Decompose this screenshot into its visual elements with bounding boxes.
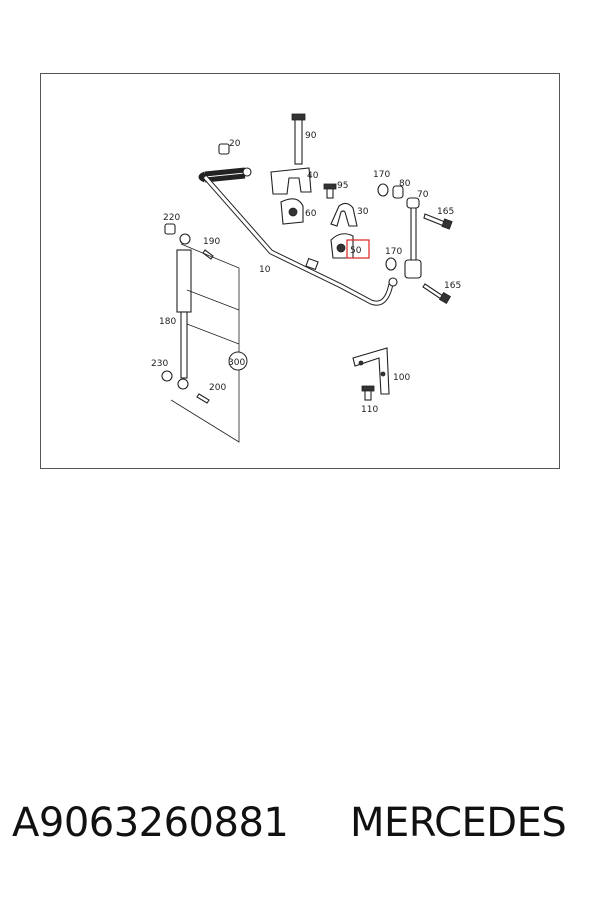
callout-230: 230 xyxy=(151,359,168,369)
callout-180: 180 xyxy=(159,317,176,327)
product-caption: A9063260881 MERCEDES xyxy=(0,800,600,864)
parts-diagram-frame: 20 10 90 40 60 95 30 50 170 170 80 xyxy=(40,73,560,469)
bracket-100 xyxy=(352,347,390,395)
bar-end-eye-right xyxy=(388,277,398,287)
bolt-90 xyxy=(294,117,303,165)
callout-95: 95 xyxy=(337,181,348,191)
nut-230 xyxy=(161,370,173,382)
bolt-200 xyxy=(196,393,210,404)
callout-40: 40 xyxy=(307,171,319,181)
callout-30: 30 xyxy=(357,207,369,217)
brand-name: MERCEDES xyxy=(350,800,567,846)
callout-110: 110 xyxy=(361,405,378,415)
bolt-110 xyxy=(364,389,372,401)
washer-170-top xyxy=(377,183,389,197)
callout-200: 200 xyxy=(209,383,226,393)
exploded-parts-diagram: 20 10 90 40 60 95 30 50 170 170 80 xyxy=(151,113,461,443)
bolt-95 xyxy=(326,187,334,199)
callout-190: 190 xyxy=(203,237,220,247)
part-number: A9063260881 xyxy=(12,800,289,846)
highlight-box-50 xyxy=(346,239,370,259)
callout-170-bottom: 170 xyxy=(385,247,402,257)
bush-80 xyxy=(392,185,404,199)
callout-100: 100 xyxy=(393,373,410,383)
bolt-190 xyxy=(202,249,214,260)
nut-220 xyxy=(164,223,176,235)
callout-220: 220 xyxy=(163,213,180,223)
callout-300: 300 xyxy=(228,358,245,368)
stabilizer-bar xyxy=(198,167,394,306)
bolt-165-bottom xyxy=(422,283,444,300)
nut-20 xyxy=(218,143,230,155)
link-rod-70 xyxy=(410,203,417,265)
bar-end-eye-left xyxy=(242,167,252,177)
callout-70: 70 xyxy=(417,190,429,200)
bracket-40 xyxy=(270,167,312,195)
callout-165-bottom: 165 xyxy=(444,281,461,291)
callout-80: 80 xyxy=(399,179,411,189)
callout-20: 20 xyxy=(229,139,241,149)
callout-90: 90 xyxy=(305,131,317,141)
callout-10: 10 xyxy=(259,265,271,275)
callout-170-top: 170 xyxy=(373,170,390,180)
callout-50: 50 xyxy=(350,246,362,256)
kit-300-badge xyxy=(228,351,248,371)
shock-absorber-180 xyxy=(176,233,192,390)
callout-60: 60 xyxy=(305,209,317,219)
washer-170-bottom xyxy=(385,257,397,271)
callout-165-top: 165 xyxy=(437,207,454,217)
clamp-30 xyxy=(330,202,358,227)
